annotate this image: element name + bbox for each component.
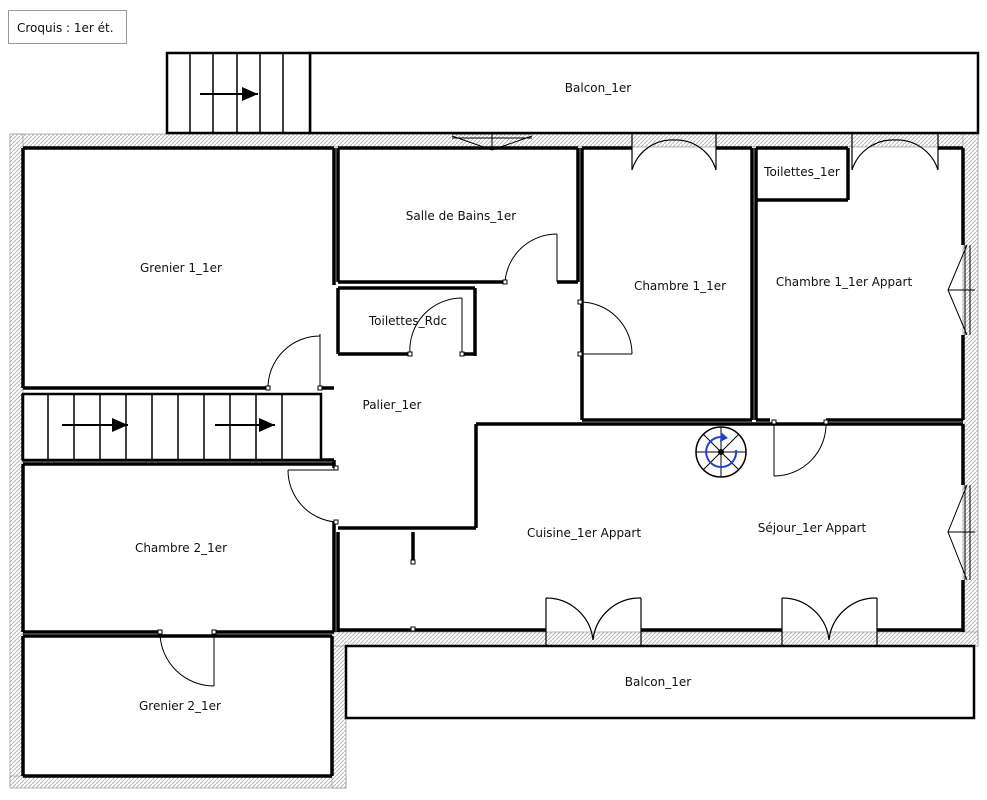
label-chambre-1-appart: Chambre 1_1er Appart	[776, 275, 913, 289]
external-staircase	[165, 51, 312, 135]
label-balcon-top: Balcon_1er	[565, 81, 631, 95]
label-palier: Palier_1er	[363, 398, 422, 412]
doors	[157, 233, 829, 687]
label-chambre-2: Chambre 2_1er	[135, 541, 227, 555]
label-salle-de-bains: Salle de Bains_1er	[406, 209, 516, 223]
french-doors	[545, 133, 939, 646]
label-chambre-1: Chambre 1_1er	[634, 279, 726, 293]
label-sejour: Séjour_1er Appart	[758, 521, 867, 535]
label-grenier-1: Grenier 1_1er	[140, 261, 222, 275]
label-toilettes-1er: Toilettes_1er	[763, 165, 840, 179]
label-cuisine: Cuisine_1er Appart	[527, 526, 641, 540]
balcony-bottom	[344, 644, 976, 720]
spiral-staircase	[695, 426, 747, 478]
label-grenier-2: Grenier 2_1er	[139, 699, 221, 713]
room-labels: Balcon_1er Grenier 1_1er Salle de Bains_…	[135, 81, 913, 713]
interior-staircase	[21, 392, 323, 462]
windows	[451, 133, 975, 581]
label-toilettes-rdc: Toilettes_Rdc	[368, 314, 447, 328]
sketch-label: Croquis : 1er ét.	[8, 10, 127, 44]
balcony-top	[308, 51, 980, 135]
label-balcon-bottom: Balcon_1er	[625, 675, 691, 689]
